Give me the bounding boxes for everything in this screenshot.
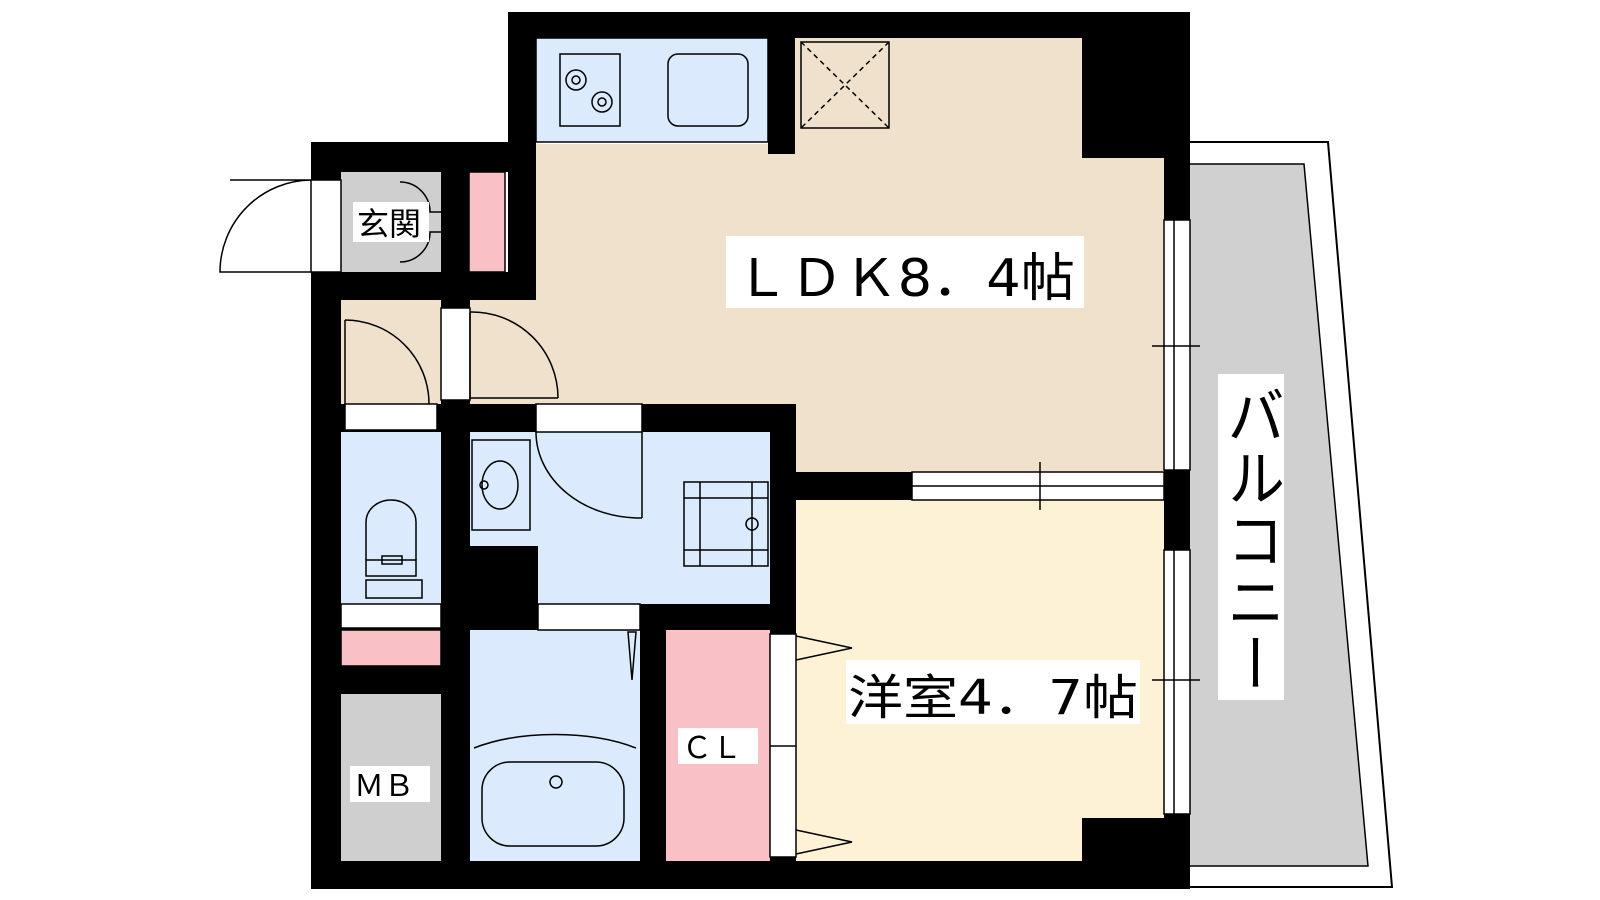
ldk-door-swing [469,311,559,399]
balcony-label: バルコニー [1217,384,1285,694]
shoe-cabinet [468,171,506,273]
toilet-shelf [340,629,442,667]
ldk-label: ＬＤＫ8．4帖 [735,249,1075,309]
front-door-swing [219,179,312,273]
entrance-label: 玄関 [357,205,421,243]
openings [310,179,1200,858]
bedroom-label: 洋室4．7帖 [848,670,1138,726]
washing-machine-icon [683,481,769,567]
bathroom-door-swing [627,631,637,681]
entrance-inner-door [399,181,441,263]
refrigerator-space-icon [800,41,890,129]
interior-walls [341,38,912,861]
washroom-door-swing [535,431,643,519]
labels: ＬＤＫ8．4帖 洋室4．7帖 玄関 ＣＬ ＭＢ バルコニー [350,202,1285,804]
hallway-floor [341,300,441,410]
vanity-sink-icon [471,439,531,531]
stove-icon [559,53,621,127]
toilet-icon [365,499,423,599]
hall-door-swing [344,319,430,405]
bathtub-icon [473,733,637,847]
door-swings [219,179,643,681]
meter-box-label: ＭＢ [354,769,414,804]
kitchen-sink-icon [667,53,749,127]
fixtures [365,41,890,847]
closet-label: ＣＬ [682,731,742,766]
